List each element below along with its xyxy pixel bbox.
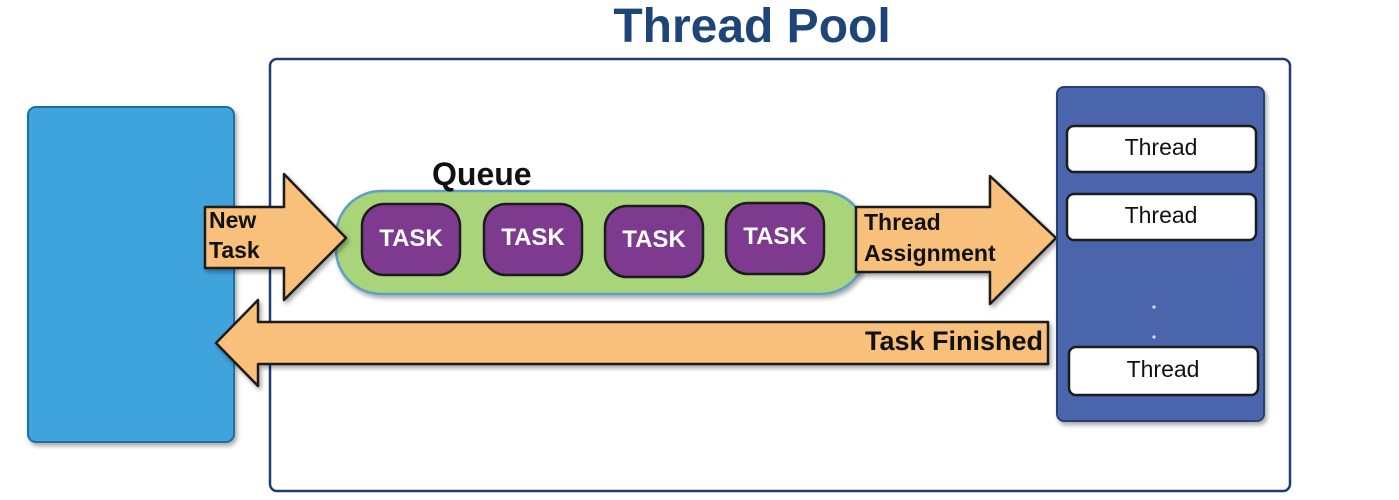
thread-3: Thread: [1067, 345, 1260, 397]
task-finished-arrow: [214, 298, 1050, 388]
thread-label: Thread: [1127, 356, 1200, 382]
task-label: TASK: [622, 226, 686, 253]
diagram-title: Thread Pool: [613, 0, 890, 53]
task-label: TASK: [743, 223, 807, 250]
thread-label: Thread: [1125, 202, 1198, 228]
queue-task-3: TASK: [603, 204, 705, 279]
thread-1: Thread: [1065, 124, 1258, 174]
thread-assignment-arrow: [854, 174, 1058, 306]
task-finished-label: Task Finished: [865, 326, 1043, 356]
thread-assignment-label-line1: Thread: [864, 209, 941, 235]
new-task-arrow: [203, 172, 348, 302]
ellipsis-dot: [1152, 335, 1156, 339]
queue-task-2: TASK: [482, 202, 584, 277]
queue-task-1: TASK: [360, 202, 462, 277]
queue-label: Queue: [432, 156, 532, 192]
client-block: [27, 106, 235, 443]
ellipsis-dot: [1152, 305, 1156, 309]
new-task-label-line1: New: [209, 207, 256, 233]
thread-label: Thread: [1125, 134, 1198, 160]
task-label: TASK: [501, 224, 565, 251]
new-task-label-line2: Task: [209, 237, 260, 263]
queue-task-4: TASK: [724, 201, 826, 276]
thread-assignment-label-line2: Assignment: [864, 240, 996, 266]
thread-2: Thread: [1065, 192, 1258, 242]
task-label: TASK: [379, 225, 443, 252]
